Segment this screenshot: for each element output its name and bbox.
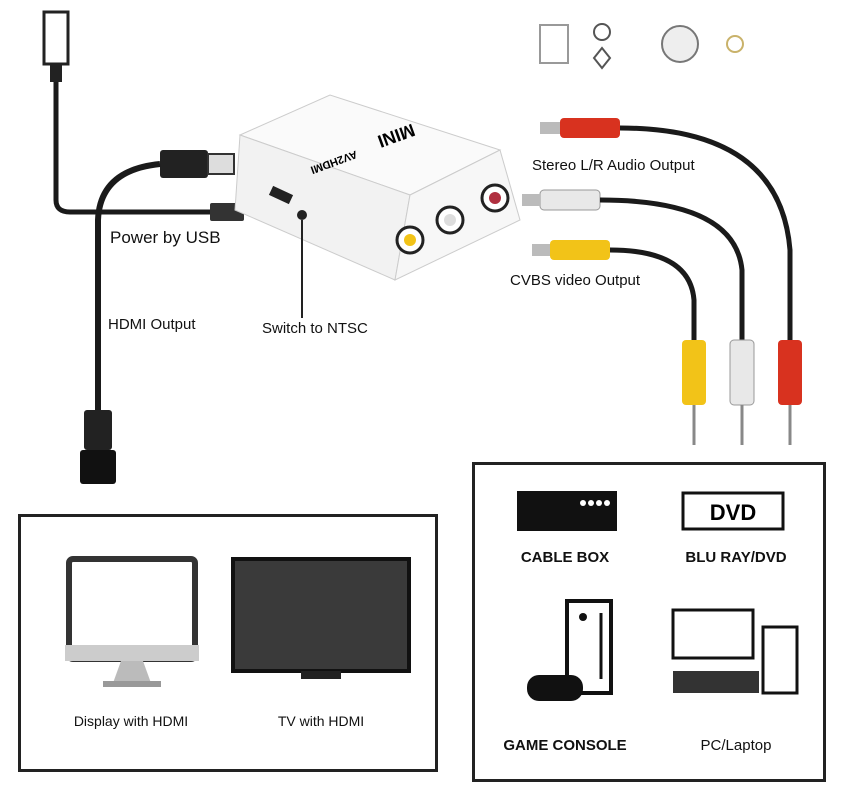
cvbs-video-label: CVBS video Output [510,272,641,289]
disc-icon [661,25,699,63]
usb-cable [42,10,244,221]
av-sources-panel: DVD CABLE BOX BLU RAY/DVD GAME CONSOLE P… [472,462,826,782]
source-label: GAME CONSOLE [503,737,627,754]
rca-cables [522,118,802,445]
source-label: PC/Laptop [700,737,772,754]
pc-icon [671,608,799,695]
dvd-icon-text: DVD [710,500,756,525]
game-console-icon [527,599,613,701]
monitor-icon [65,556,199,687]
cable-box-icon [517,491,617,531]
stereo-audio-label: Stereo L/R Audio Output [532,157,695,174]
gamepad-icon [593,23,611,41]
speaker-icon [539,24,569,64]
ntsc-switch-label: Switch to NTSC [262,320,368,337]
ring-icon [726,35,744,53]
source-label: CABLE BOX [520,549,610,566]
tv-icon [231,557,411,679]
hdmi-displays-panel: Display with HDMI TV with HDMI [18,514,438,772]
source-label: BLU RAY/DVD [685,549,787,566]
converter-device: MINI AV2HDMI [234,94,521,318]
power-usb-label: Power by USB [110,228,221,247]
hdmi-cable [80,150,235,484]
accessory-icons [539,23,744,70]
source-icons: DVD [517,491,799,701]
output-label: TV with HDMI [277,713,365,729]
diamond-icon [592,46,612,70]
hdmi-output-label: HDMI Output [108,316,196,333]
output-label: Display with HDMI [73,713,189,729]
dvd-icon: DVD [681,491,785,531]
